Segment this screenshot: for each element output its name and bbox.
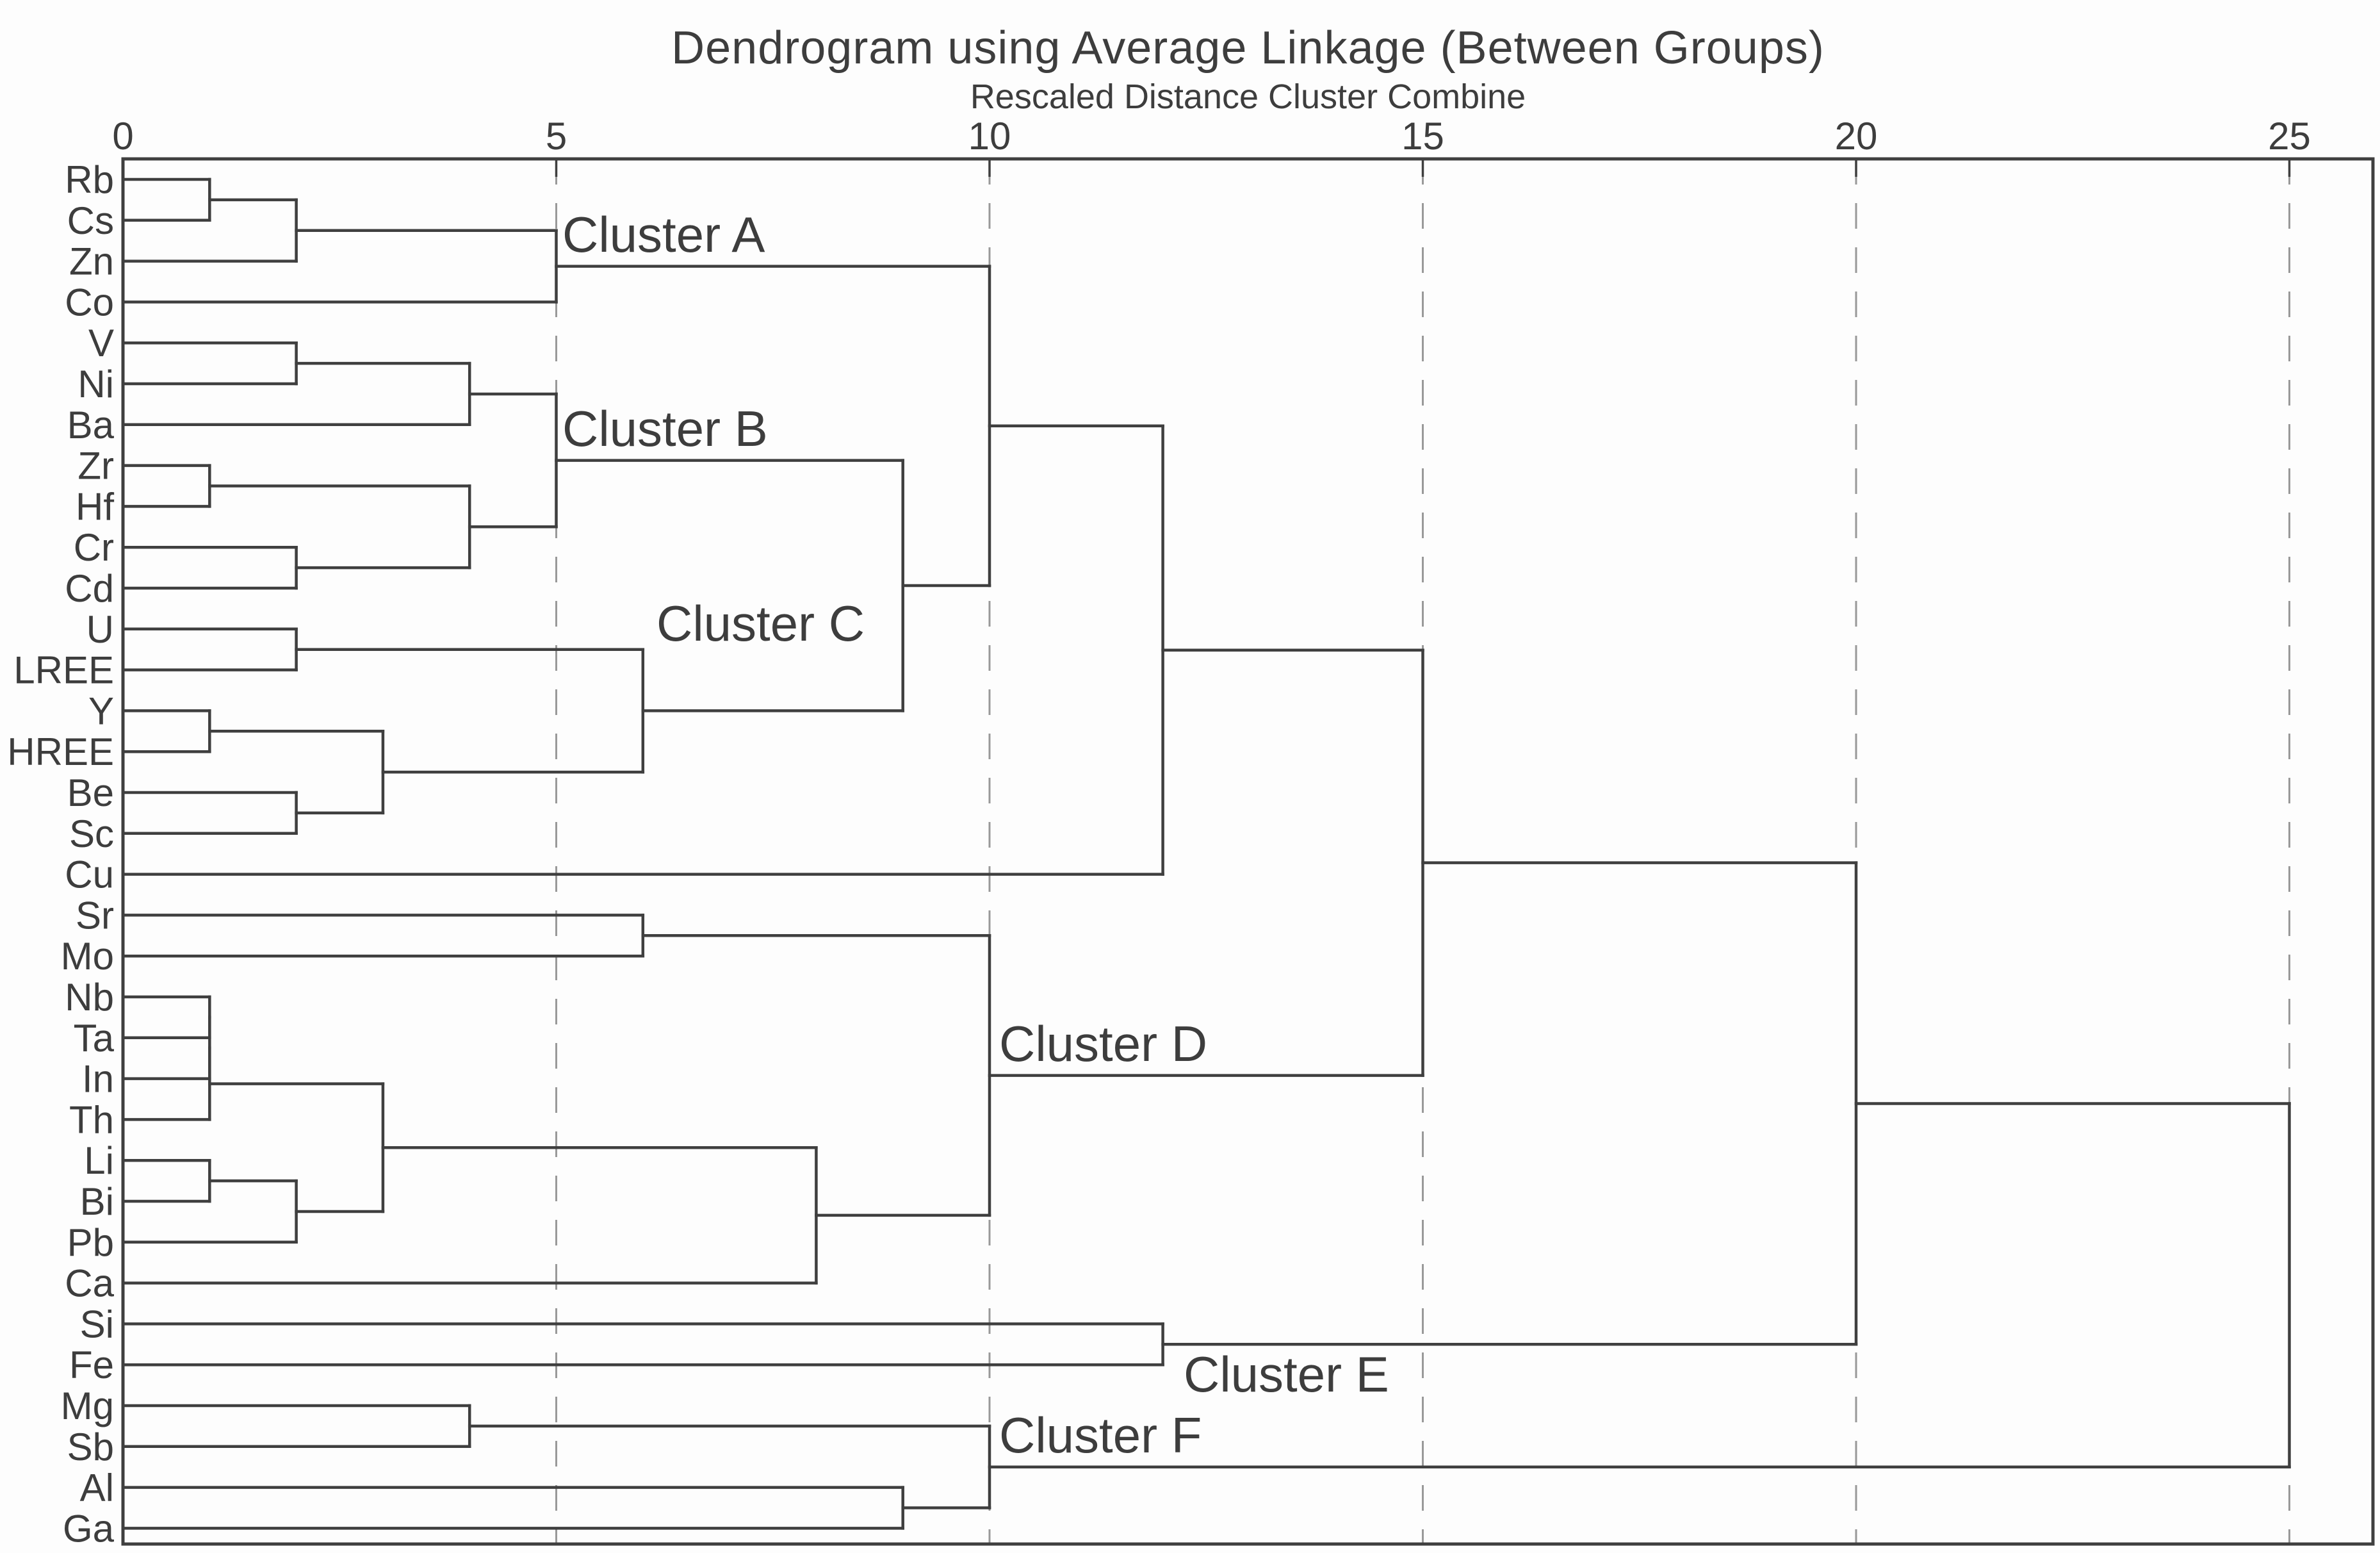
leaf-label-Ga: Ga [63, 1507, 115, 1550]
leaf-label-V: V [88, 322, 114, 365]
axis-tick-label-0: 0 [112, 115, 133, 158]
leaf-label-Y: Y [88, 689, 114, 732]
leaf-label-Zn: Zn [69, 240, 114, 283]
cluster-label-E: Cluster E [1184, 1346, 1389, 1402]
axis-tick-label-15: 15 [1401, 115, 1444, 158]
leaf-label-Cr: Cr [74, 526, 114, 569]
leaf-label-Co: Co [65, 281, 114, 324]
leaf-label-Ni: Ni [77, 363, 114, 406]
leaf-label-Cu: Cu [65, 853, 114, 896]
leaf-label-Cd: Cd [65, 567, 114, 610]
cluster-label-B: Cluster B [562, 400, 768, 457]
axis-tick-label-10: 10 [968, 115, 1011, 158]
leaf-label-Fe: Fe [69, 1343, 114, 1386]
leaf-label-Nb: Nb [65, 976, 114, 1019]
leaf-label-LREE: LREE [13, 649, 114, 692]
leaf-label-Bi: Bi [80, 1180, 114, 1223]
leaf-label-Al: Al [80, 1467, 114, 1509]
leaf-label-Ba: Ba [67, 404, 115, 447]
leaf-label-Sc: Sc [69, 812, 114, 855]
chart-subtitle: Rescaled Distance Cluster Combine [970, 78, 1526, 116]
leaf-label-Si: Si [80, 1302, 114, 1345]
leaf-label-Mo: Mo [61, 935, 114, 978]
leaf-label-Sb: Sb [67, 1426, 114, 1468]
leaf-label-Pb: Pb [67, 1221, 114, 1264]
cluster-label-C: Cluster C [656, 595, 865, 652]
leaf-label-Mg: Mg [61, 1385, 114, 1427]
leaf-label-U: U [86, 608, 114, 651]
leaf-label-Li: Li [84, 1139, 114, 1182]
plot-border [121, 157, 2375, 1546]
cluster-label-D: Cluster D [999, 1015, 1207, 1072]
leaf-label-Zr: Zr [77, 445, 114, 488]
leaf-label-Cs: Cs [67, 199, 114, 242]
cluster-label-A: Cluster A [562, 206, 765, 263]
leaf-label-HREE: HREE [7, 730, 114, 773]
leaf-label-Ca: Ca [65, 1262, 114, 1305]
leaf-label-Sr: Sr [76, 894, 114, 937]
leaf-label-Be: Be [67, 771, 114, 814]
axis-tick-label-20: 20 [1835, 115, 1878, 158]
axis-tick-label-5: 5 [546, 115, 567, 158]
chart-title: Dendrogram using Average Linkage (Betwee… [671, 22, 1825, 74]
leaf-label-Hf: Hf [76, 485, 114, 528]
leaf-label-Th: Th [69, 1098, 114, 1141]
leaf-label-Rb: Rb [65, 158, 114, 201]
leaf-label-In: In [82, 1058, 114, 1101]
leaf-label-Ta: Ta [74, 1017, 115, 1060]
axis-tick-label-25: 25 [2268, 115, 2311, 158]
cluster-label-F: Cluster F [999, 1407, 1202, 1463]
